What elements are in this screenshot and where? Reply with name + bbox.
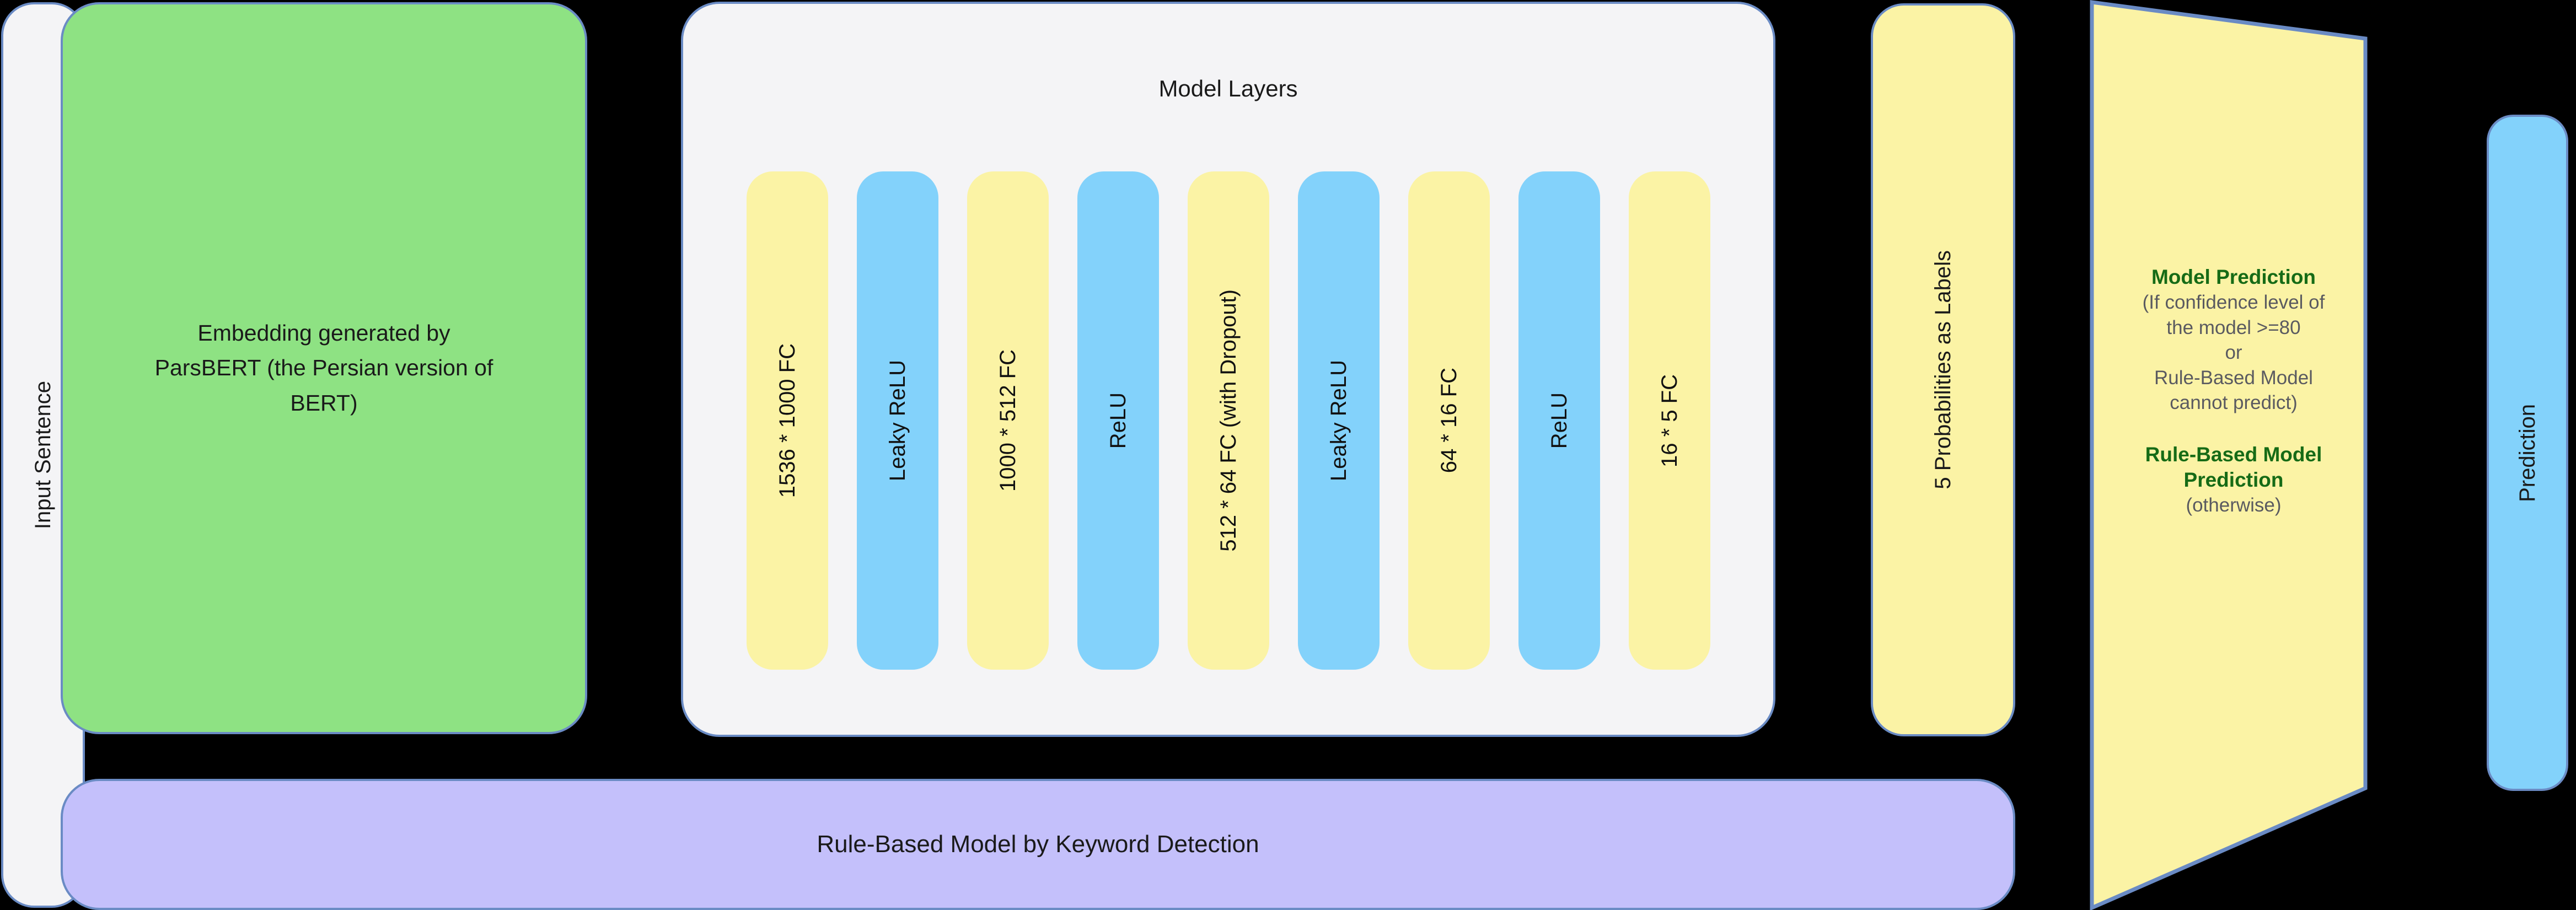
decision-trapezoid: Model Prediction (If confidence level of… <box>2090 0 2398 910</box>
layer-bar-label: ReLU <box>1547 392 1571 449</box>
rule-based-model-label: Rule-Based Model by Keyword Detection <box>817 831 1259 858</box>
layer-bar: 1536 * 1000 FC <box>746 171 828 670</box>
layer-bar-label: ReLU <box>1105 392 1130 449</box>
decision-text: Model Prediction (If confidence level of… <box>2110 265 2358 518</box>
layer-bar: ReLU <box>1077 171 1159 670</box>
model-layers-panel: Model Layers 1536 * 1000 FC Leaky ReLU 1… <box>681 2 1775 737</box>
layer-bar-label: Leaky ReLU <box>1326 359 1351 482</box>
probabilities-block: 5 Probabilities as Labels <box>1871 3 2015 736</box>
layer-bar: ReLU <box>1518 171 1600 670</box>
model-layers-row: 1536 * 1000 FC Leaky ReLU 1000 * 512 FC … <box>683 171 1773 670</box>
prediction-block: Prediction <box>2487 115 2568 791</box>
decision-text-spacer <box>2110 416 2358 442</box>
layer-bar-label: 512 * 64 FC (with Dropout) <box>1216 289 1241 552</box>
model-prediction-condition-line-5: cannot predict) <box>2170 392 2298 414</box>
layer-bar-label: 1536 * 1000 FC <box>775 343 799 498</box>
layer-bar: 64 * 16 FC <box>1408 171 1490 670</box>
rule-based-model-block: Rule-Based Model by Keyword Detection <box>61 779 2015 910</box>
layer-bar: Leaky ReLU <box>856 171 938 670</box>
trapezoid-shape <box>2090 0 2368 910</box>
layer-bar: 1000 * 512 FC <box>967 171 1049 670</box>
rule-based-prediction-heading-line-1: Rule-Based Model <box>2145 443 2322 466</box>
layer-bar: 16 * 5 FC <box>1628 171 1710 670</box>
input-sentence-label: Input Sentence <box>31 380 55 530</box>
layer-bar: Leaky ReLU <box>1297 171 1380 670</box>
model-prediction-condition-line-2: the model >=80 <box>2166 316 2301 338</box>
model-prediction-heading: Model Prediction <box>2151 266 2316 288</box>
model-prediction-condition-line-4: Rule-Based Model <box>2154 367 2313 389</box>
model-prediction-condition-line-1: (If confidence level of <box>2142 292 2325 314</box>
layer-bar-label: 16 * 5 FC <box>1657 374 1682 467</box>
layer-bar-label: 64 * 16 FC <box>1436 368 1461 473</box>
layer-bar: 512 * 64 FC (with Dropout) <box>1187 171 1269 670</box>
prediction-label: Prediction <box>2515 403 2540 502</box>
embedding-block: Embedding generated by ParsBERT (the Per… <box>61 2 587 734</box>
model-prediction-condition-line-3: or <box>2225 342 2242 364</box>
probabilities-label: 5 Probabilities as Labels <box>1931 250 1955 489</box>
embedding-label: Embedding generated by ParsBERT (the Per… <box>154 320 493 416</box>
model-layers-title: Model Layers <box>1158 76 1298 101</box>
rule-based-prediction-condition: (otherwise) <box>2186 494 2282 516</box>
rule-based-prediction-heading-line-2: Prediction <box>2183 469 2284 491</box>
layer-bar-label: 1000 * 512 FC <box>995 349 1020 492</box>
layer-bar-label: Leaky ReLU <box>885 359 910 482</box>
